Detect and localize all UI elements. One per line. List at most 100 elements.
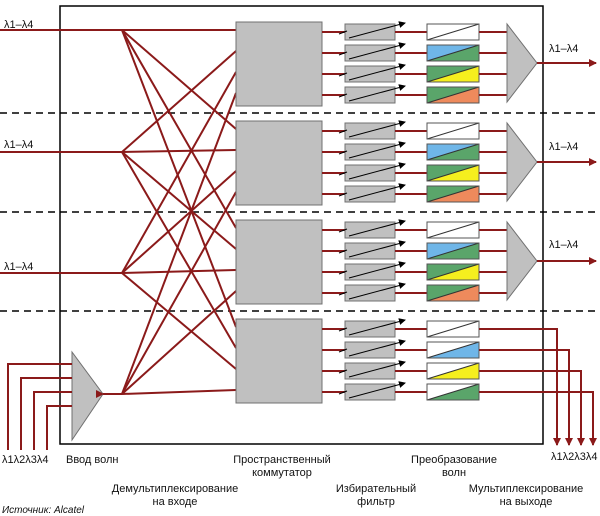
mux-label-line1: Мультиплексирование (469, 483, 584, 495)
converter-diagonal (426, 341, 480, 359)
converter-diagonal (426, 44, 480, 62)
drop-fiber-2 (479, 349, 573, 446)
converter-diagonal (426, 164, 480, 182)
tick-mark (338, 228, 348, 233)
demux-label-line2: на входе (153, 496, 198, 508)
add-fiber-4 (46, 405, 72, 450)
mux-triangle-icon (506, 220, 538, 302)
arrow-icon (348, 339, 406, 357)
arrow-icon (348, 360, 406, 378)
filter-label-line1: Избирательный (336, 483, 416, 495)
tick-mark (338, 327, 348, 332)
converter-diagonal (426, 143, 480, 161)
frame (59, 5, 544, 445)
input-label-1: λ1–λ4 (4, 19, 33, 31)
converter-diagonal (426, 65, 480, 83)
tick-mark (338, 390, 348, 395)
demux-fiber-crossings (121, 29, 237, 395)
tick-mark (338, 249, 348, 254)
converter-diagonal (426, 122, 480, 140)
converter-block (426, 185, 480, 203)
converter-block (426, 221, 480, 239)
converter-block (426, 122, 480, 140)
arrow-icon (348, 84, 406, 102)
tick-mark (338, 171, 348, 176)
arrow-icon (348, 240, 406, 258)
output-label-1: λ1–λ4 (549, 43, 578, 55)
output-muxes (479, 22, 597, 302)
crossing-fiber (121, 50, 237, 153)
converter-label-line1: Преобразование (411, 454, 497, 466)
converter-label-line2: волн (442, 467, 466, 479)
drop-fiber-1 (479, 328, 561, 446)
switch-block-2 (235, 120, 323, 206)
converter-block-drop (426, 341, 480, 359)
converter-block (426, 284, 480, 302)
converter-block-drop (426, 383, 480, 401)
converter-diagonal (426, 320, 480, 338)
arrow-icon (348, 261, 406, 279)
arrow-icon (348, 219, 406, 237)
switch-block-4 (235, 318, 323, 404)
add-fibers (7, 363, 122, 450)
arrow-icon (348, 42, 406, 60)
converter-block (426, 143, 480, 161)
drop-fiber-4 (479, 391, 597, 446)
crossing-fiber (121, 29, 237, 130)
converter-block (426, 86, 480, 104)
converter-block-drop (426, 362, 480, 380)
source-credit: Источник: Alcatel (2, 505, 85, 516)
arrow-icon (348, 282, 406, 300)
converter-diagonal (426, 86, 480, 104)
arrow-icon (348, 381, 406, 399)
converter-diagonal (426, 242, 480, 260)
tick-mark (338, 150, 348, 155)
crossing-fiber (121, 272, 237, 370)
input-fibers (0, 29, 122, 274)
demux-triangle-icon (71, 350, 104, 442)
input-label-3: λ1–λ4 (4, 261, 33, 273)
crossing-fiber (121, 191, 237, 395)
add-lambdas-label: λ1λ2λ3λ4 (2, 454, 48, 466)
output-label-3: λ1–λ4 (549, 239, 578, 251)
converter-diagonal (426, 221, 480, 239)
crossing-fiber (121, 29, 237, 229)
crossing-fiber (121, 29, 237, 328)
arrow-icon (348, 63, 406, 81)
demux-label-line1: Демультиплексирование (112, 483, 238, 495)
tick-mark (338, 348, 348, 353)
crossing-fiber (121, 170, 237, 274)
tick-mark (338, 51, 348, 56)
add-demux (71, 350, 104, 442)
wavelength-converters (426, 23, 480, 401)
converter-block (426, 263, 480, 281)
converter-block-drop (426, 320, 480, 338)
tick-mark (338, 129, 348, 134)
arrow-icon (348, 183, 406, 201)
selective-filters (322, 21, 427, 401)
group-separators (0, 112, 600, 312)
arrow-icon (348, 21, 406, 39)
tick-mark (338, 72, 348, 77)
converter-block (426, 23, 480, 41)
arrow-icon (348, 318, 406, 336)
crossing-fiber (121, 149, 237, 153)
arrow-icon (348, 162, 406, 180)
crossing-fiber (121, 151, 237, 250)
tick-mark (338, 270, 348, 275)
converter-diagonal (426, 263, 480, 281)
mux-label-line2: на выходе (500, 496, 553, 508)
crossing-fiber (121, 71, 237, 274)
crossing-fiber (121, 92, 237, 395)
add-fiber-1 (7, 363, 72, 450)
tick-mark (338, 369, 348, 374)
mux-triangle-icon (506, 121, 538, 203)
mux-triangle-icon (506, 22, 538, 104)
converter-diagonal (426, 23, 480, 41)
space-switches (235, 21, 323, 404)
add-fiber-3 (33, 391, 72, 450)
crossing-fiber (121, 151, 237, 349)
add-wave-label: Ввод волн (66, 454, 119, 466)
tick-mark (338, 30, 348, 35)
filter-label-line2: фильтр (357, 496, 395, 508)
